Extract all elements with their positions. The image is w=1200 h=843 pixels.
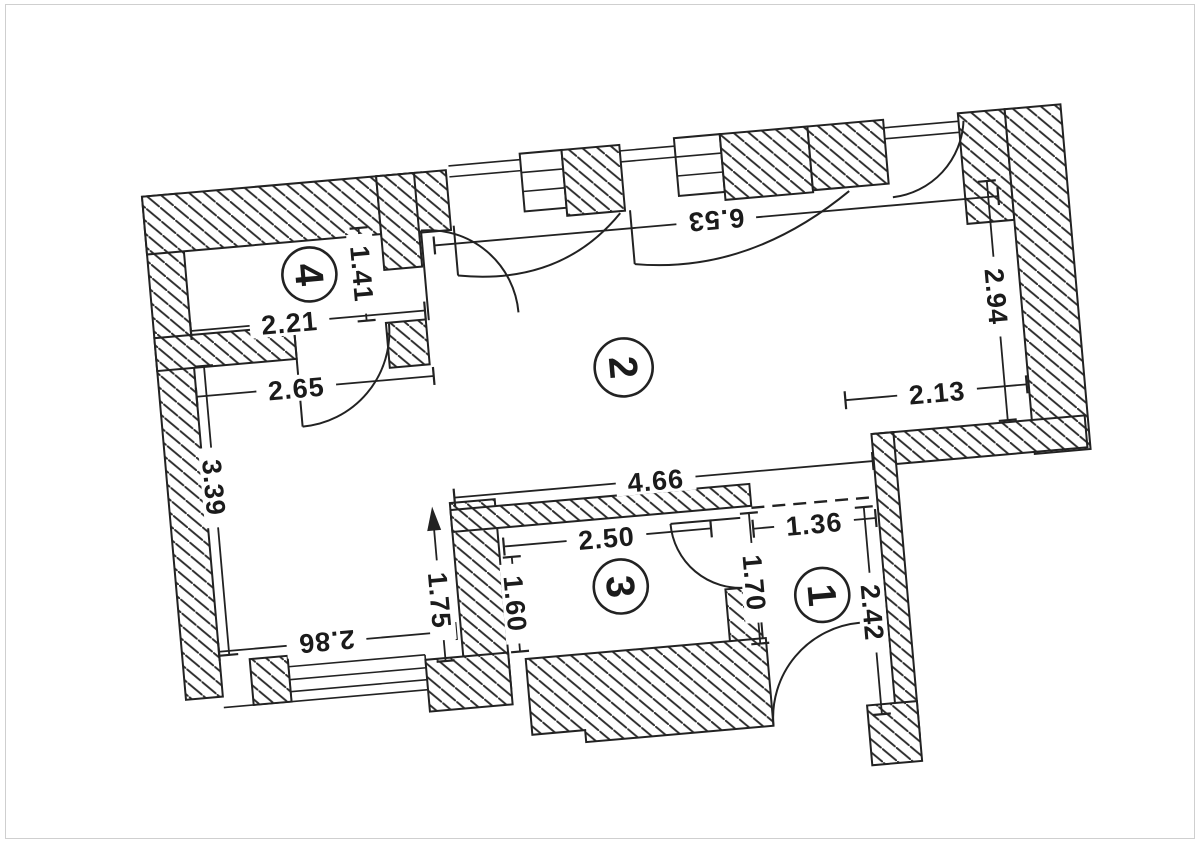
wall-pier-2 <box>718 125 815 201</box>
wall-pier-1 <box>560 143 627 217</box>
dim-room1-right: 2.42 <box>855 505 891 717</box>
room-3-badge: 3 <box>592 558 650 615</box>
wall-partition <box>449 482 753 534</box>
wall-right <box>1003 103 1092 455</box>
svg-text:4.66: 4.66 <box>626 464 685 499</box>
svg-text:1.41: 1.41 <box>344 244 379 303</box>
wall-jamb-room4 <box>384 318 431 369</box>
plan-group: 2.21 1.41 2.65 <box>140 103 1092 767</box>
wall-pier-3 <box>806 118 890 192</box>
dim-room1-top: 1.36 <box>751 506 878 542</box>
window-swing-arc-1 <box>457 212 622 278</box>
svg-text:3.39: 3.39 <box>196 458 231 517</box>
wall-block-lowerleft <box>248 654 293 707</box>
svg-text:2.42: 2.42 <box>855 583 890 642</box>
svg-text:2.21: 2.21 <box>260 306 319 341</box>
svg-text:2: 2 <box>600 354 646 380</box>
door-swing-room3 <box>669 523 747 589</box>
svg-text:1.75: 1.75 <box>422 571 457 630</box>
dim-room1-left: 1.70 <box>737 511 772 646</box>
window-frame-1 <box>518 148 568 213</box>
door-swing-entrance <box>772 621 860 726</box>
room-4-badge: 4 <box>281 246 338 303</box>
dim-room3-height: 1.60 <box>497 554 533 654</box>
svg-text:3: 3 <box>597 574 643 600</box>
dim-hall-left: 3.39 <box>194 364 239 657</box>
dim-room4-height: 1.41 <box>344 226 379 323</box>
room-1-badge: 1 <box>793 566 851 624</box>
window-swing-arc-2 <box>634 190 850 267</box>
door-swings <box>293 120 965 726</box>
svg-text:6.53: 6.53 <box>687 202 746 237</box>
room-2-badge: 2 <box>593 337 654 398</box>
dim-hall-right: 1.75 <box>422 506 457 663</box>
door-swing-hall <box>302 323 391 428</box>
svg-text:2.65: 2.65 <box>267 372 326 407</box>
wall-block-bottom-right <box>865 700 924 767</box>
dashed-opening-line <box>751 495 878 510</box>
svg-text:2.50: 2.50 <box>577 521 636 556</box>
dim-room2-bottom: 4.66 <box>452 451 875 507</box>
svg-text:2.94: 2.94 <box>979 267 1014 326</box>
svg-text:1.36: 1.36 <box>785 507 844 542</box>
window-frame-2 <box>672 133 726 198</box>
window-swing-arc-3 <box>892 120 965 199</box>
svg-text:2.13: 2.13 <box>908 376 967 411</box>
wall-step <box>872 414 1089 467</box>
door-leaf-room4 <box>419 230 430 321</box>
door-swing-room4 <box>420 229 520 313</box>
dim-hall-top: 2.65 <box>194 366 436 407</box>
door-leaf-room3 <box>670 516 741 525</box>
dim-hall-bottom: 2.86 <box>217 621 458 661</box>
dim-room2-right: 2.94 <box>977 179 1017 423</box>
dim-room2-step: 2.13 <box>843 375 1029 411</box>
walls-group <box>140 103 1092 767</box>
dim-room3-width: 2.50 <box>501 519 713 556</box>
dim-room2-top: 6.53 <box>432 187 1001 255</box>
svg-text:1: 1 <box>798 582 844 608</box>
wall-bottom-slab <box>524 636 775 744</box>
svg-text:1.70: 1.70 <box>737 553 772 612</box>
svg-text:4: 4 <box>286 262 332 289</box>
dim-room4-width: 2.21 <box>188 301 427 341</box>
svg-text:1.60: 1.60 <box>497 574 532 633</box>
window-leaf-2 <box>629 210 636 265</box>
svg-text:2.86: 2.86 <box>297 624 356 659</box>
wall-jamb-topleft-b <box>375 171 424 271</box>
wall-block-lowerleft-b <box>424 651 514 713</box>
